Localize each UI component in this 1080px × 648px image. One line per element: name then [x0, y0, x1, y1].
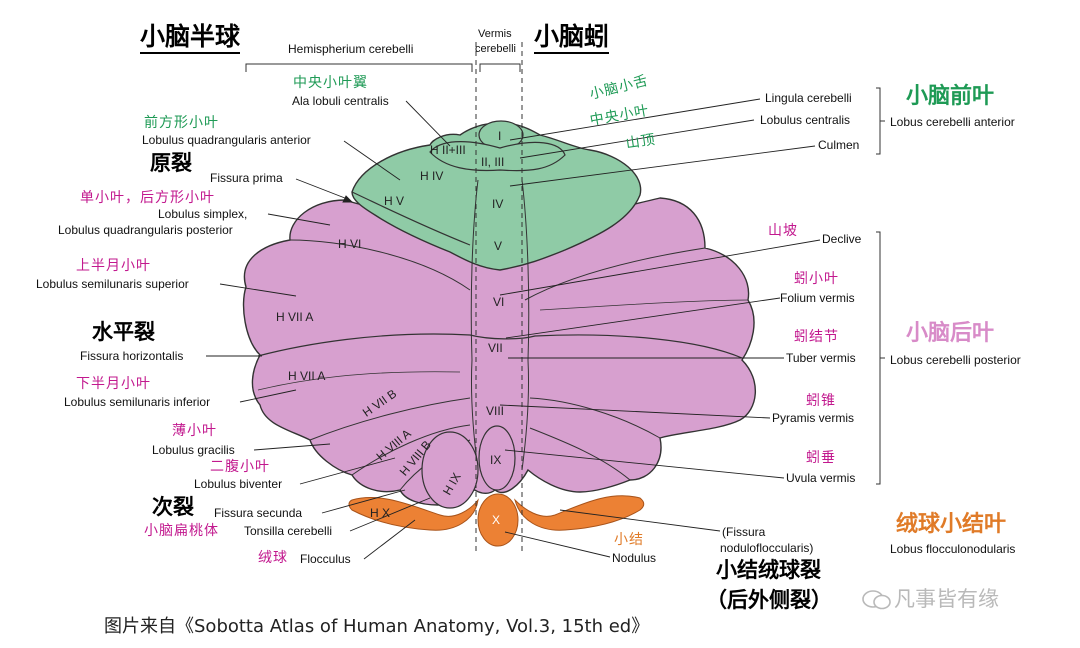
hemisphere-title-lat: Hemispherium cerebelli: [288, 42, 414, 56]
biventer-label-lat: Lobulus biventer: [194, 477, 283, 491]
inner-v-ii-iii: II, III: [481, 155, 505, 169]
horizontal-fissure-label-cn: 水平裂: [92, 320, 155, 344]
fissura-horizontalis-line: [257, 333, 743, 359]
anterior-lobe-shape: [351, 122, 642, 271]
gracilis-label-cn: 薄小叶: [172, 423, 217, 439]
uvula-label-cn: 蚓垂: [806, 450, 836, 466]
uvula-shape: [478, 425, 516, 491]
folia-line-4: [529, 397, 661, 439]
fissura-secunda-label-lat: Fissura secunda: [214, 506, 303, 520]
anterior-brace: [876, 87, 885, 155]
pyramis-label-lat: Pyramis vermis: [772, 411, 855, 425]
vermis-left-edge: [470, 179, 479, 471]
fissura-prima-line: [351, 191, 471, 246]
anterior-lobe-title-lat: Lobus cerebelli anterior: [890, 115, 1015, 129]
declive-label-lat: Declive: [822, 232, 862, 246]
inner-v-v: V: [494, 239, 503, 253]
culmen-label-cn: 山顶: [624, 131, 657, 152]
biventer-label-cn: 二腹小叶: [210, 459, 270, 475]
nodulus-label-lat: Nodulus: [612, 551, 657, 565]
inner-v-viii: VIII: [486, 404, 505, 418]
flocculus-label-lat: Flocculus: [300, 552, 351, 566]
semilunar-inf-label-cn: 下半月小叶: [76, 376, 151, 392]
folia-line-5: [351, 424, 471, 476]
vermis-title-lat-1: Vermis: [478, 28, 512, 40]
inner-v-i: I: [498, 129, 502, 143]
folia-line-6: [529, 427, 631, 481]
ala-label-lat: Ala lobuli centralis: [292, 94, 389, 108]
tonsilla-label-lat: Tonsilla cerebelli: [244, 524, 333, 538]
gracilis-label-lat: Lobulus gracilis: [152, 443, 235, 457]
lingula-label-lat: Lingula cerebelli: [765, 91, 852, 105]
folia-line-1: [289, 239, 471, 291]
vermis-right-edge: [521, 179, 530, 471]
nodulus-label-cn: 小结: [614, 532, 644, 548]
inner-v-x: X: [492, 513, 501, 527]
fissura-nf-label-cn-2: （后外侧裂）: [706, 588, 832, 612]
tonsil-shape: [421, 431, 479, 509]
horizontal-fissure-label-lat: Fissura horizontalis: [80, 349, 184, 363]
fissura-prima-label-lat: Fissura prima: [210, 171, 283, 185]
watermark-text: 凡事皆有缘: [894, 587, 999, 611]
semilunar-sup-label-cn: 上半月小叶: [76, 258, 151, 274]
tuber-label-lat: Tuber vermis: [786, 351, 856, 365]
vermis-brace: [479, 63, 521, 72]
folia-line-9: [539, 299, 749, 311]
posterior-lobe-title-cn: 小脑后叶: [906, 321, 995, 346]
hemisphere-title-cn: 小脑半球: [140, 24, 241, 54]
posterior-brace: [876, 231, 885, 485]
simplex-label-lat-2: Lobulus quadrangularis posterior: [58, 223, 233, 237]
fissura-nf-label-lat-1: (Fissura: [722, 525, 766, 539]
simplex-label-lat-1: Lobulus simplex,: [158, 207, 248, 221]
posterior-lobe-title-lat: Lobus cerebelli posterior: [890, 353, 1021, 367]
pyramis-label-cn: 蚓锥: [806, 393, 836, 409]
fissura-nf-label-lat-2: nodulofloccularis): [720, 541, 814, 555]
watermark-icon: [862, 588, 892, 615]
inner-h-vi: H VI: [338, 237, 362, 251]
inner-v-vi: VI: [493, 295, 505, 309]
flocculus-left-shape: [348, 497, 479, 531]
inner-h-ii-iii: H II+III: [430, 143, 466, 157]
vermis-title-cn: 小脑蚓: [534, 24, 610, 54]
folia-line-3: [309, 397, 471, 441]
hemisphere-brace: [245, 63, 473, 72]
folia-line-8: [257, 371, 461, 391]
flocculus-label-cn: 绒球: [258, 550, 288, 566]
vermis-title-lat-2: cerebelli: [475, 43, 516, 55]
inner-h-viia-superior: H VII A: [276, 310, 314, 324]
folium-label-lat: Folium vermis: [780, 291, 855, 305]
inner-v-iv: IV: [492, 197, 504, 211]
quad-ant-label-cn: 前方形小叶: [144, 115, 219, 131]
uvula-label-lat: Uvula vermis: [786, 471, 856, 485]
declive-label-cn: 山坡: [768, 223, 798, 239]
image-credit: 图片来自《Sobotta Atlas of Human Anatomy, Vol…: [104, 616, 650, 637]
quad-ant-label-lat: Lobulus quadrangularis anterior: [142, 133, 311, 147]
fissura-prima-label-cn: 原裂: [150, 151, 192, 175]
inner-h-x: H X: [370, 506, 391, 520]
flocculonodular-lobe-title-lat: Lobus flocculonodularis: [890, 542, 1016, 556]
centralis-shape: [429, 141, 566, 172]
fissura-secunda-label-cn: 次裂: [152, 495, 194, 519]
anterior-lobe-title-cn: 小脑前叶: [906, 84, 995, 109]
tonsilla-label-cn: 小脑扁桃体: [144, 523, 219, 539]
culmen-label-lat: Culmen: [818, 138, 860, 152]
flocculonodular-lobe-title-cn: 绒球小结叶: [896, 512, 1007, 537]
tuber-label-cn: 蚓结节: [794, 329, 839, 345]
simplex-label-cn: 单小叶，后方形小叶: [80, 190, 215, 206]
inner-h-v: H V: [384, 194, 405, 208]
inner-v-ix: IX: [490, 453, 502, 467]
fissura-nf-label-cn-1: 小结绒球裂: [716, 558, 821, 582]
inner-h-iv: H IV: [420, 169, 444, 183]
folia-line-2: [524, 247, 706, 301]
semilunar-inf-label-lat: Lobulus semilunaris inferior: [64, 395, 211, 409]
semilunar-sup-label-lat: Lobulus semilunaris superior: [36, 277, 189, 291]
centralis-label-lat: Lobulus centralis: [760, 113, 851, 127]
ala-label-cn: 中央小叶翼: [293, 75, 368, 91]
inner-h-viia-inferior: H VII A: [288, 369, 326, 383]
leader-lines: [206, 98, 821, 560]
folium-label-cn: 蚓小叶: [794, 271, 839, 287]
inner-v-vii: VII: [488, 341, 503, 355]
